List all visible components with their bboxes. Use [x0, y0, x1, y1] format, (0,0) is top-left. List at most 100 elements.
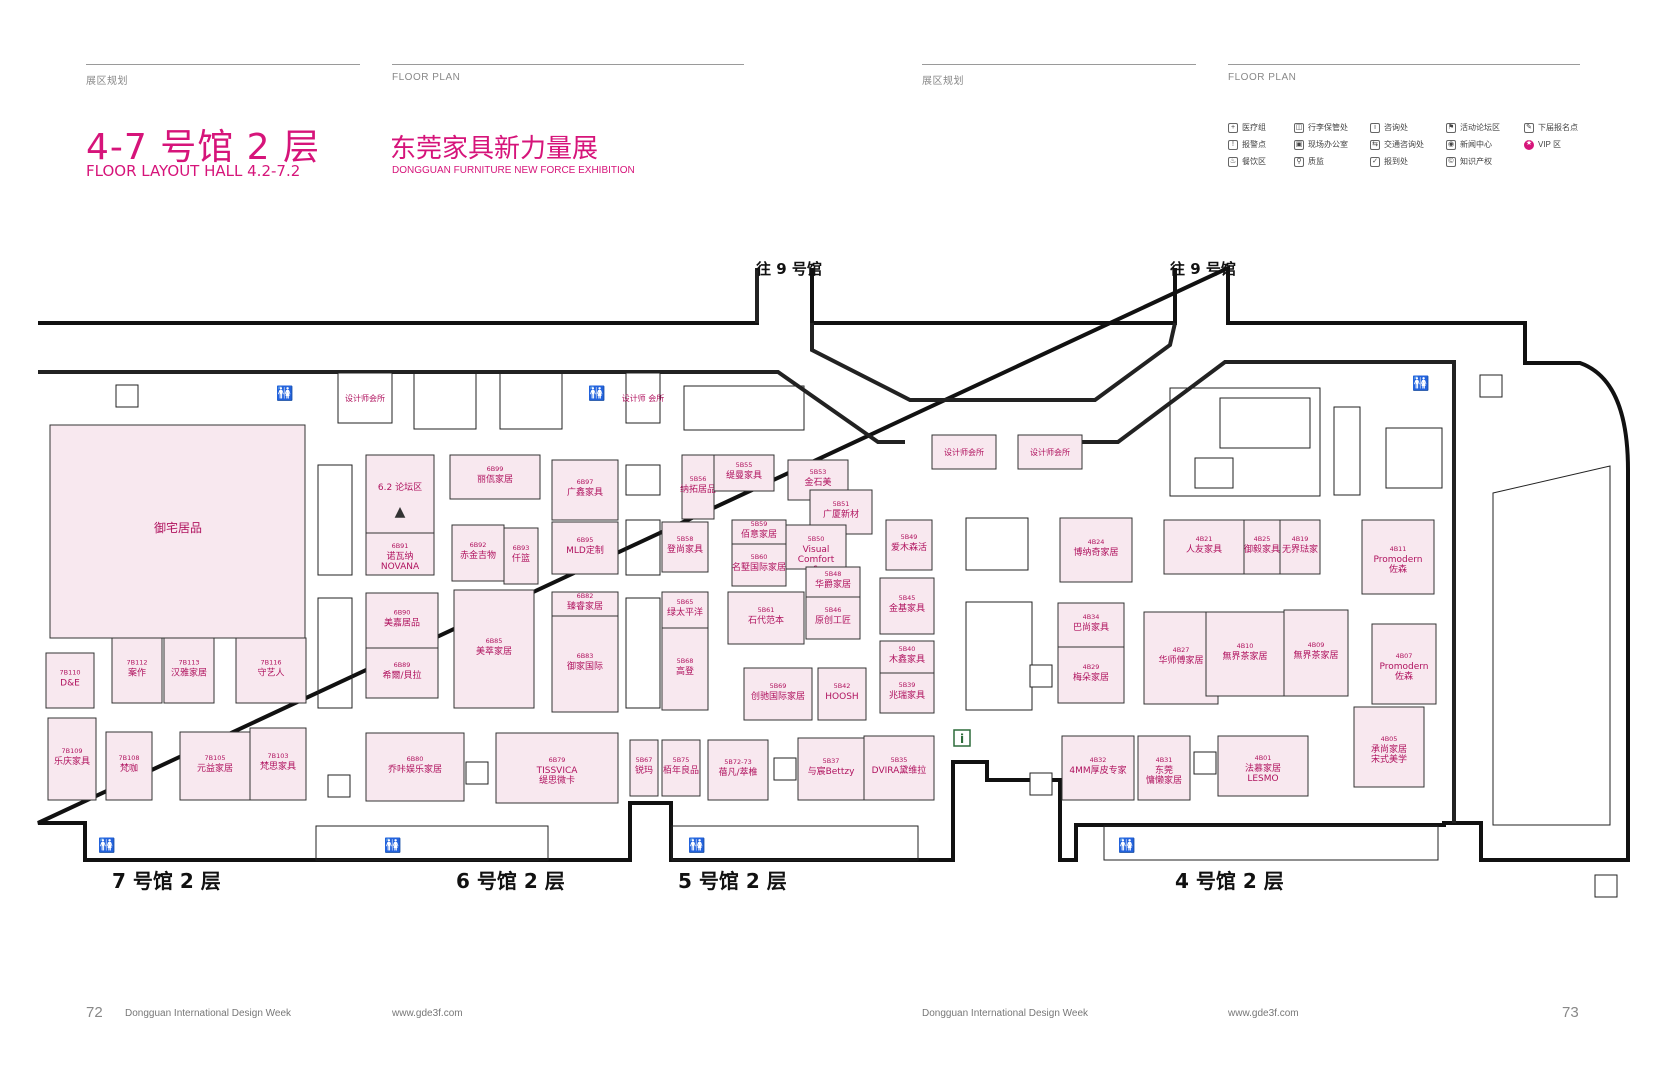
legend-item: ▣现场办公室	[1294, 139, 1370, 150]
legend-label: 新闻中心	[1460, 140, 1492, 149]
booth-5B50[interactable]	[785, 524, 847, 570]
booth-5B75[interactable]	[661, 739, 701, 797]
booth-4B10[interactable]	[1205, 611, 1285, 697]
exit-hall7[interactable]: 7 号馆 2 层	[112, 869, 221, 893]
booth-name: 东莞	[1155, 764, 1173, 776]
designer-club-4-label: 设计师会所	[1030, 447, 1070, 457]
booth-4B07[interactable]	[1371, 623, 1437, 705]
booth-4B05[interactable]	[1353, 706, 1425, 788]
booth-code: 5B75	[673, 756, 690, 764]
fixture-5	[317, 597, 353, 709]
legend-item: ◫ 行李保管处	[1294, 122, 1370, 133]
page-number-left: 72	[86, 1004, 103, 1021]
booth-5B42[interactable]	[817, 667, 867, 721]
booth-name: 案作	[128, 667, 146, 679]
luggage-icon: ◫	[1294, 122, 1304, 133]
booth-5B35[interactable]	[863, 735, 935, 801]
exit-hall6[interactable]: 6 号馆 2 层	[456, 869, 565, 893]
booth-6B82[interactable]	[551, 591, 619, 617]
booth-code: 4B25	[1254, 535, 1271, 543]
booth-4B24[interactable]	[1059, 517, 1133, 583]
booth-6B91[interactable]	[365, 532, 435, 576]
booth-7B110[interactable]	[45, 652, 95, 709]
booth-4B11[interactable]	[1361, 519, 1435, 595]
booth-4B01[interactable]	[1217, 735, 1309, 797]
escalator-icon	[1029, 772, 1053, 796]
booth-4B32[interactable]	[1061, 735, 1135, 801]
area-yuzhai-label: 御宅居品	[154, 520, 202, 535]
booth-6B79[interactable]	[495, 732, 619, 804]
booth-7B103[interactable]	[249, 727, 307, 801]
footer-url-right[interactable]: www.gde3f.com	[1228, 1008, 1299, 1019]
booth-code: 5B37	[823, 757, 840, 765]
booth-name: 金基家具	[889, 602, 925, 614]
booth-4B25[interactable]	[1243, 519, 1281, 575]
booth-7B108[interactable]	[105, 731, 153, 801]
booth-5B56[interactable]	[681, 454, 715, 520]
designer-club-1[interactable]	[337, 372, 393, 424]
booth-5B49[interactable]	[885, 519, 933, 571]
header-label-right: 展区规划	[922, 76, 964, 87]
booth-5B61[interactable]	[727, 591, 805, 645]
booth-4B29[interactable]	[1057, 646, 1125, 704]
legend-label: 餐饮区	[1242, 157, 1266, 166]
booth-5B68[interactable]	[661, 627, 709, 711]
booth-name: 希爾/貝拉	[382, 669, 421, 681]
booth-5B58[interactable]	[661, 521, 709, 573]
exhibition-title-en: DONGGUAN FURNITURE NEW FORCE EXHIBITION	[392, 165, 635, 176]
booth-6B99[interactable]	[449, 454, 541, 500]
designer-club-2[interactable]	[625, 372, 661, 424]
booth-name: 御家国际	[567, 660, 603, 672]
booth-5B46[interactable]	[805, 596, 861, 640]
exit-hall4[interactable]: 4 号馆 2 层	[1175, 869, 1284, 893]
booth-name: 梵思家具	[260, 760, 296, 772]
booth-code: 6B92	[470, 541, 487, 549]
booth-6B95[interactable]	[551, 521, 619, 575]
footer-url-left[interactable]: www.gde3f.com	[392, 1008, 463, 1019]
legend-label: 行李保管处	[1308, 123, 1348, 132]
booth-5B55[interactable]	[713, 454, 775, 492]
legend-label: 知识产权	[1460, 157, 1492, 166]
booth-4B31[interactable]	[1137, 735, 1191, 801]
booth-6B80[interactable]	[365, 732, 465, 802]
booth-4B34[interactable]	[1057, 602, 1125, 648]
booth-code: 5B35	[891, 756, 908, 764]
legend-label: 报警点	[1242, 140, 1266, 149]
booth-4B19[interactable]	[1279, 519, 1321, 575]
fixture-19	[671, 825, 919, 861]
exit-hall9-left[interactable]: 往 9 号馆	[756, 260, 822, 278]
booth-6B85[interactable]	[453, 589, 535, 709]
booth-name: 梅朵家居	[1073, 671, 1109, 683]
booth-7B105[interactable]	[179, 731, 251, 801]
toilet-icon: 🚻	[384, 837, 401, 854]
info-point-icon[interactable]	[953, 729, 971, 747]
news-icon: ◉	[1446, 139, 1456, 150]
booth-5B40[interactable]	[879, 640, 935, 674]
booth-5B69[interactable]	[743, 667, 813, 721]
exit-hall5[interactable]: 5 号馆 2 层	[678, 869, 787, 893]
booth-7B113[interactable]	[163, 637, 215, 704]
booth-6B93[interactable]	[503, 527, 539, 585]
booth-7B116[interactable]	[235, 637, 307, 704]
booth-5B72-73[interactable]	[707, 739, 769, 801]
booth-5B39[interactable]	[879, 672, 935, 714]
booth-5B67[interactable]	[629, 739, 659, 797]
booth-4B09[interactable]	[1283, 609, 1349, 697]
escalator-icon	[1594, 874, 1618, 898]
forum-area[interactable]	[365, 454, 435, 534]
designer-club-4[interactable]	[1017, 434, 1083, 470]
booth-7B109[interactable]	[47, 717, 97, 801]
booth-code: 5B51	[833, 500, 850, 508]
designer-club-3[interactable]	[931, 434, 997, 470]
exit-hall9-right[interactable]: 往 9 号馆	[1170, 260, 1236, 278]
booth-6B97[interactable]	[551, 459, 619, 521]
booth-6B83[interactable]	[551, 615, 619, 713]
booth-5B45[interactable]	[879, 577, 935, 635]
booth-7B112[interactable]	[111, 637, 163, 704]
header-label-left: 展区规划	[86, 76, 128, 87]
booth-6B92[interactable]	[451, 524, 505, 582]
booth-6B89[interactable]	[365, 647, 439, 699]
booth-6B90[interactable]	[365, 592, 439, 649]
forum-icon: ▲	[395, 504, 406, 520]
